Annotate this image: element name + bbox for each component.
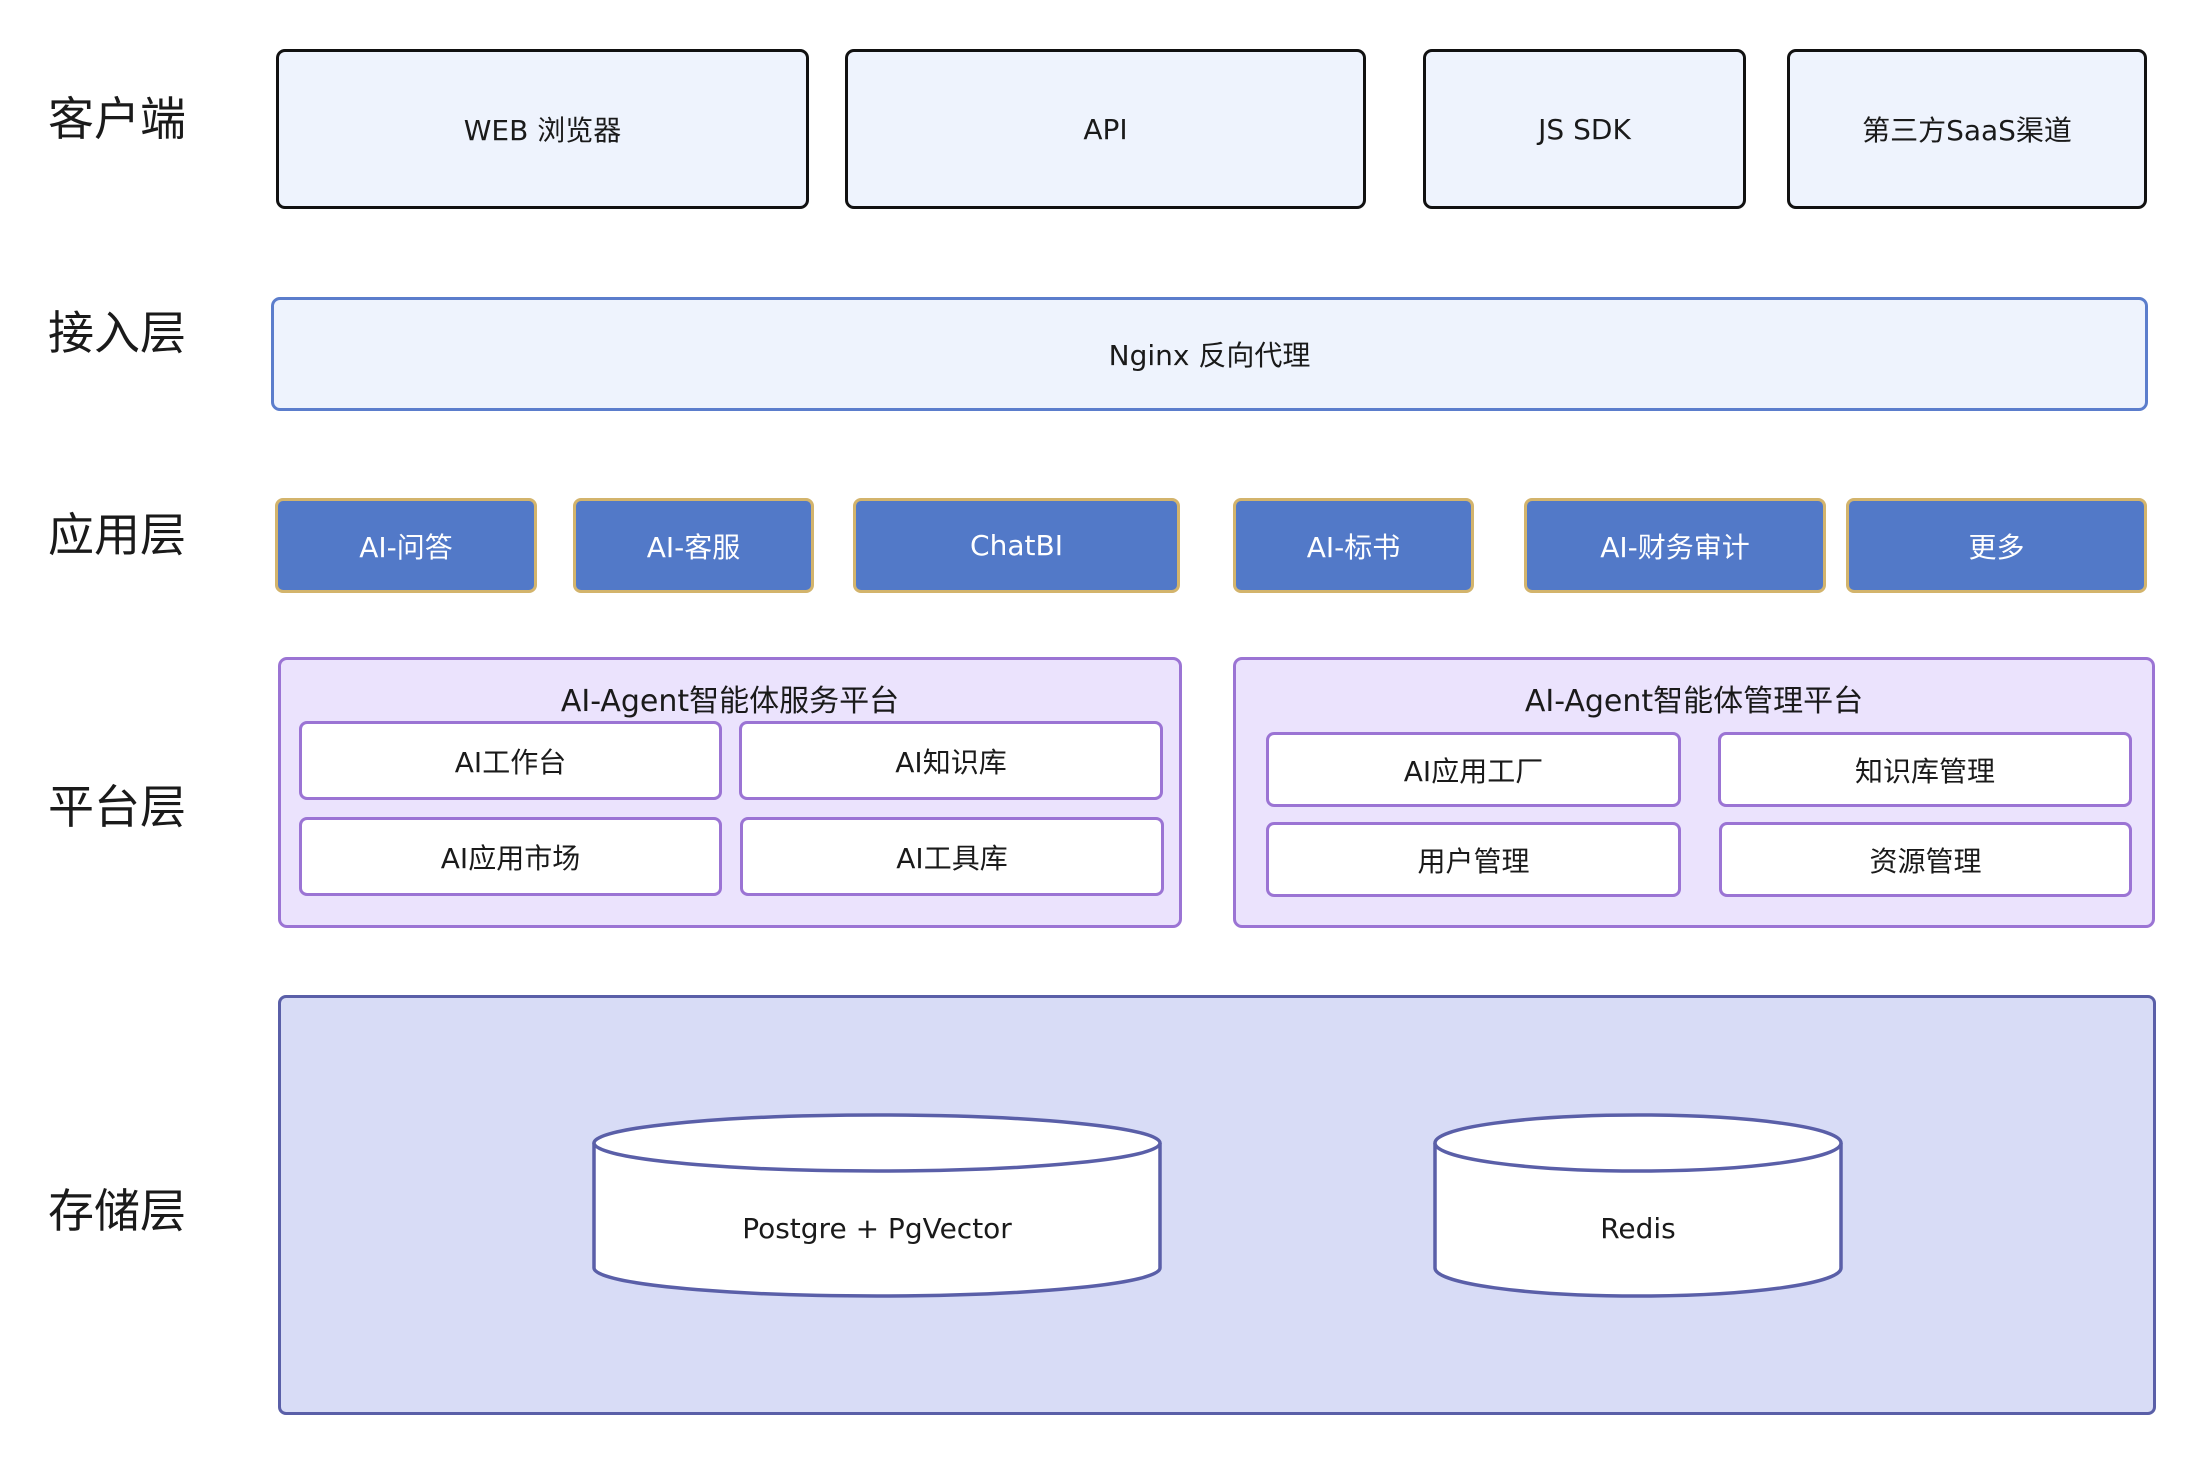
module-resource-management: 资源管理 [1719, 822, 2132, 897]
database-label-postgre: Postgre + PgVector [742, 1211, 1012, 1245]
module-ai-tool-library: AI工具库 [740, 817, 1164, 896]
layer-label-storage: 存储层 [48, 1184, 186, 1238]
app-chatbi: ChatBI [853, 498, 1180, 593]
platform-management-title: AI-Agent智能体管理平台 [1524, 684, 1864, 719]
platform-service-title: AI-Agent智能体服务平台 [560, 684, 900, 719]
module-ai-knowledge-base: AI知识库 [739, 721, 1163, 800]
module-ai-app-market: AI应用市场 [299, 817, 722, 896]
app-ai-qa: AI-问答 [275, 498, 537, 593]
client-js-sdk: JS SDK [1423, 49, 1746, 209]
access-nginx-proxy: Nginx 反向代理 [271, 297, 2148, 411]
client-web-browser: WEB 浏览器 [276, 49, 809, 209]
client-third-party-saas: 第三方SaaS渠道 [1787, 49, 2147, 209]
app-more: 更多 [1846, 498, 2147, 593]
layer-label-application: 应用层 [48, 508, 186, 562]
database-label-redis: Redis [1600, 1211, 1676, 1245]
module-knowledge-base-management: 知识库管理 [1718, 732, 2132, 807]
layer-label-access: 接入层 [48, 306, 186, 360]
layer-label-platform: 平台层 [48, 780, 186, 834]
client-api: API [845, 49, 1366, 209]
layer-label-client: 客户端 [48, 92, 186, 146]
module-ai-workbench: AI工作台 [299, 721, 722, 800]
database-cylinder-redis [1433, 1113, 1843, 1298]
module-ai-app-factory: AI应用工厂 [1266, 732, 1681, 807]
app-ai-financial-audit: AI-财务审计 [1524, 498, 1826, 593]
app-ai-customer-service: AI-客服 [573, 498, 814, 593]
app-ai-bidding: AI-标书 [1233, 498, 1474, 593]
module-user-management: 用户管理 [1266, 822, 1681, 897]
storage-panel [278, 995, 2156, 1415]
database-cylinder-postgre [592, 1113, 1162, 1298]
